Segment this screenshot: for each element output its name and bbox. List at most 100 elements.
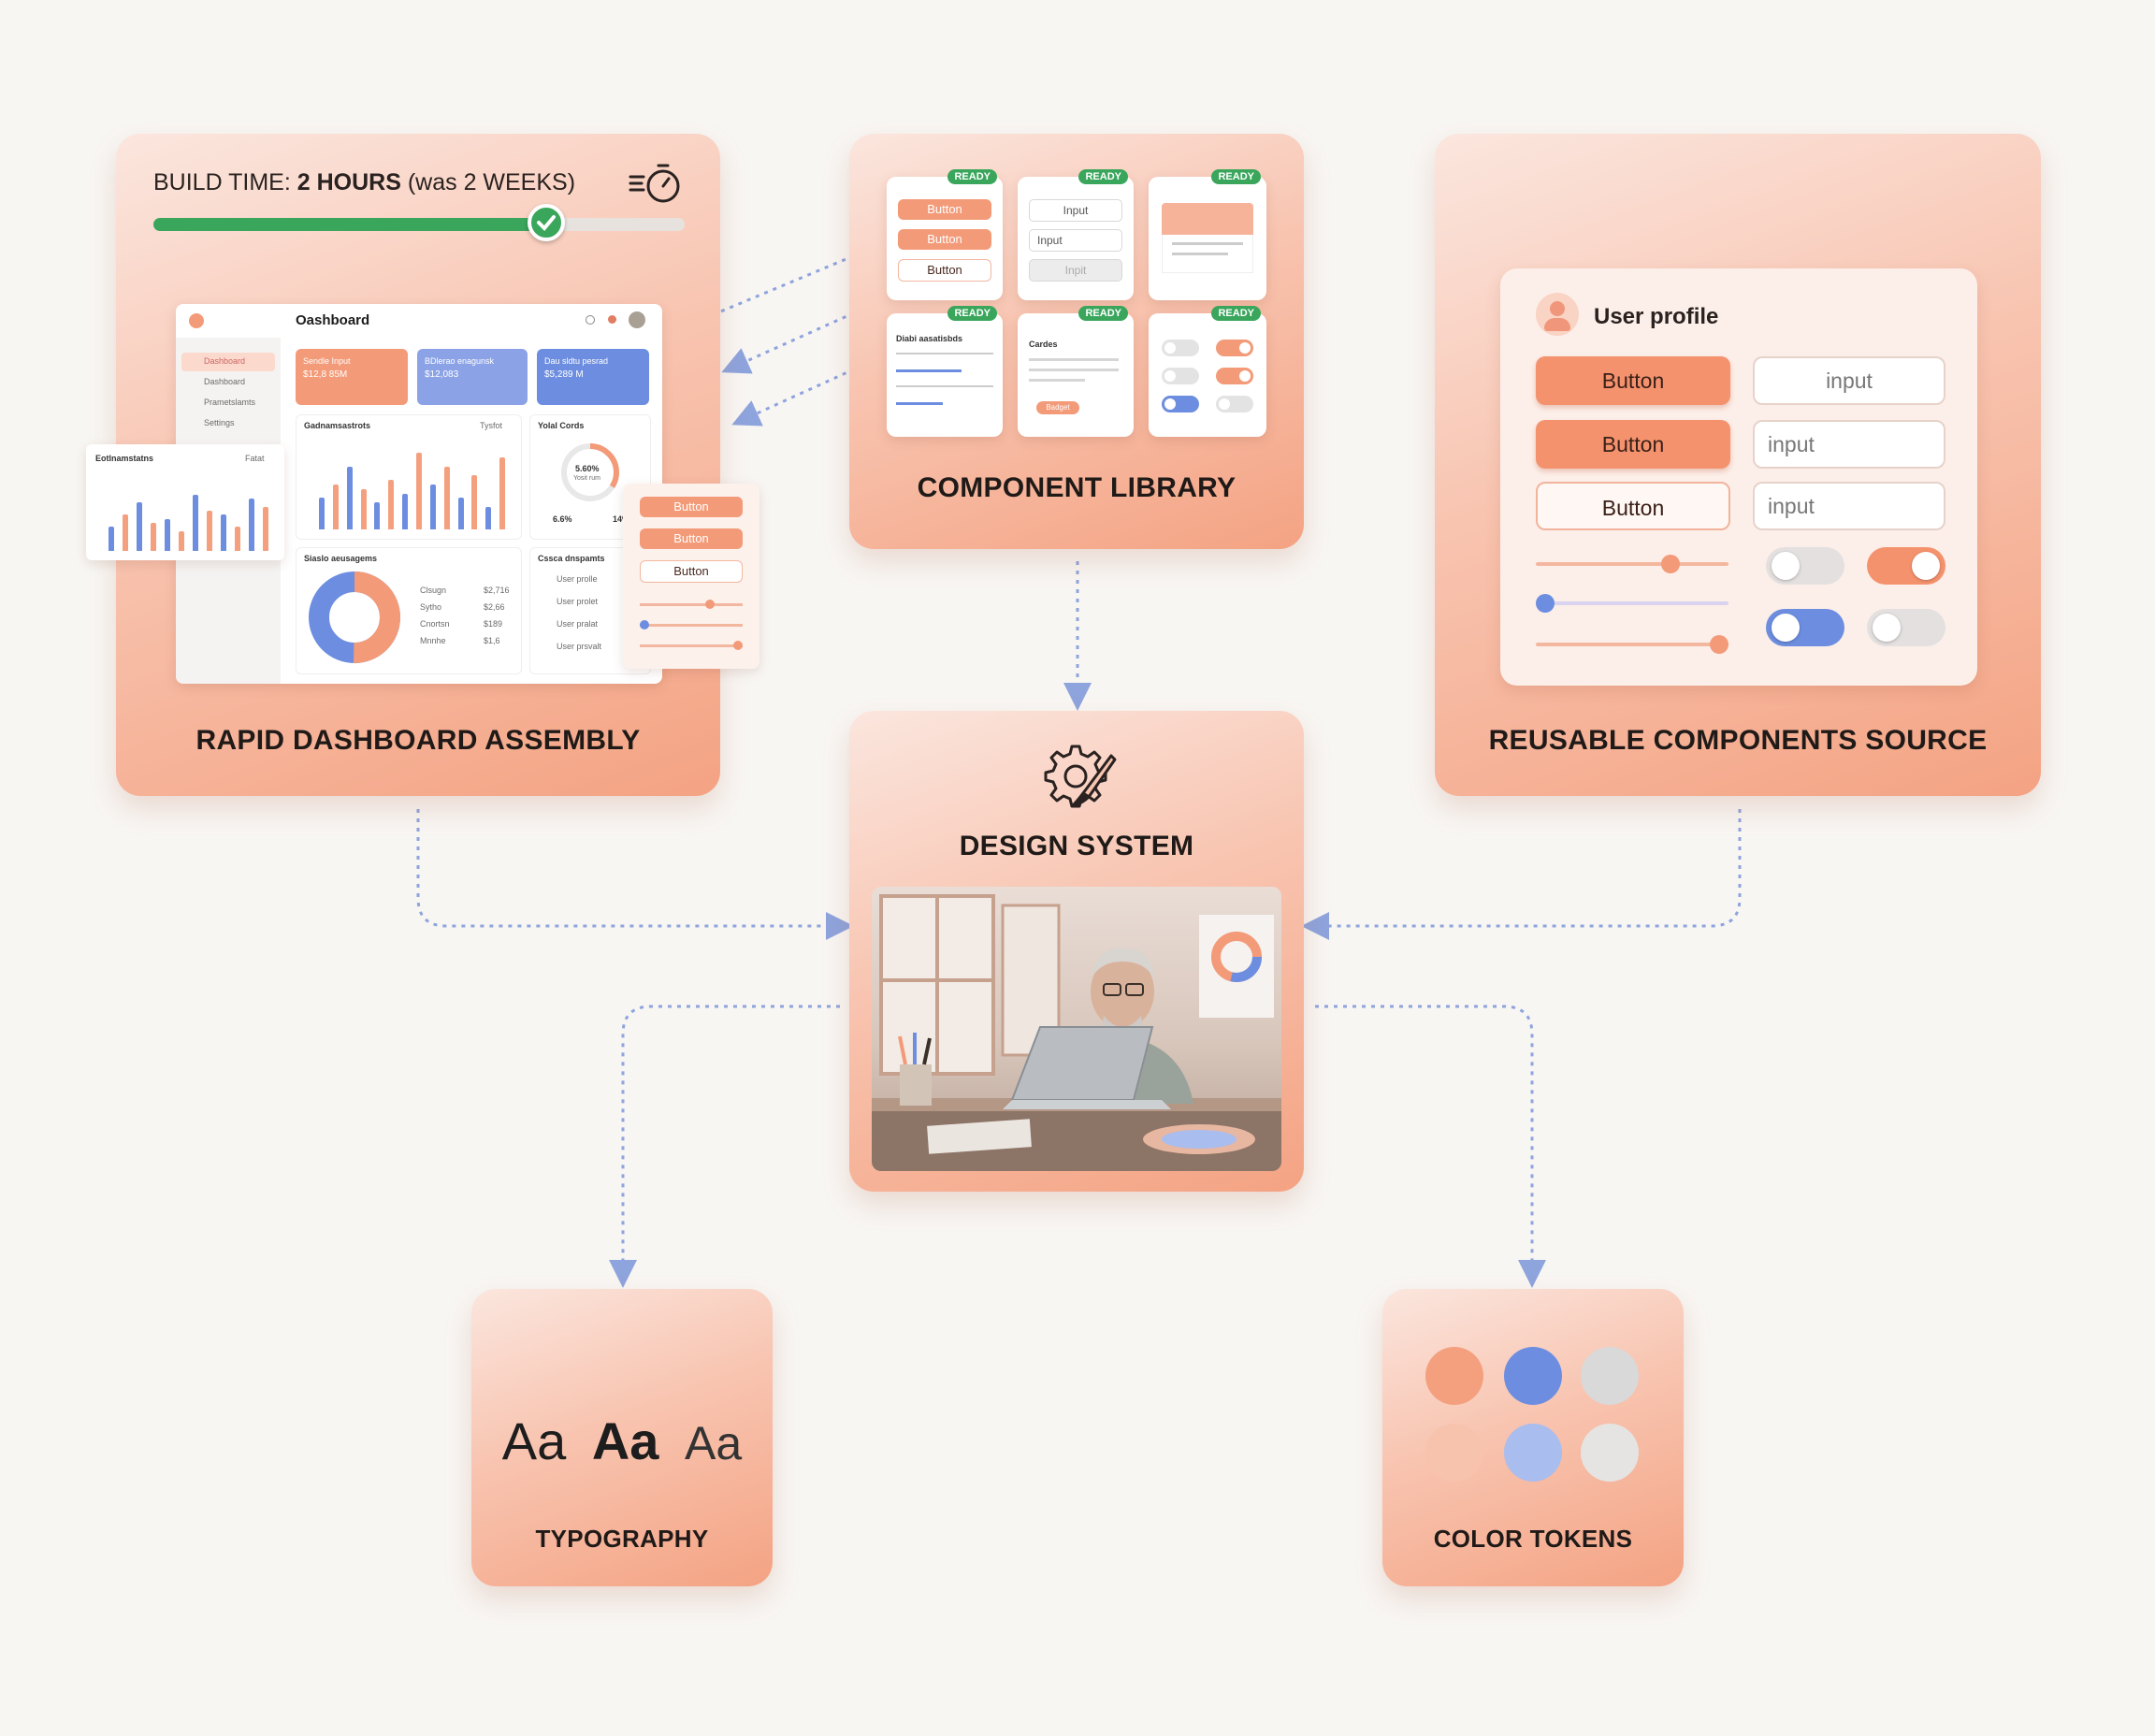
mini-bar <box>471 475 478 529</box>
profile-slider-1[interactable] <box>1536 555 1728 573</box>
donut-legend-1: Clsugn <box>420 586 446 595</box>
user-avatar-icon <box>1536 293 1579 336</box>
lib-input-2[interactable]: Input <box>1029 229 1122 252</box>
library-card-panel: READY <box>1149 169 1266 300</box>
floating-chart-filter[interactable]: Fatat <box>245 454 265 463</box>
color-swatch-gray[interactable] <box>1581 1347 1639 1405</box>
build-progress-fill <box>153 218 547 231</box>
profile-input-3[interactable]: input <box>1753 482 1945 530</box>
mini-bar <box>193 494 198 551</box>
designer-illustration <box>872 894 1281 1171</box>
user-row-2[interactable]: User prolet <box>557 597 599 606</box>
color-swatch-accent[interactable] <box>1425 1347 1483 1405</box>
lib-toggle-4[interactable] <box>1216 368 1253 384</box>
lib-cards-button[interactable]: Badget <box>1036 401 1079 414</box>
mini-bar <box>416 453 422 529</box>
color-swatch-light-gray[interactable] <box>1581 1424 1639 1482</box>
kpi-card-1: Sendle Input $12,8 85M <box>296 349 408 405</box>
kpi-label-3: Dau sldtu pesrad <box>544 356 609 366</box>
library-card-toggles: READY <box>1149 306 1266 437</box>
color-swatch-blue[interactable] <box>1504 1347 1562 1405</box>
profile-toggle-1[interactable] <box>1766 547 1844 585</box>
toggle-knob <box>1772 614 1800 642</box>
toggle-knob <box>1772 552 1800 580</box>
ready-badge: READY <box>1078 169 1128 184</box>
gear-brush-icon <box>1044 745 1117 808</box>
profile-toggle-2[interactable] <box>1867 547 1945 585</box>
user-row-4[interactable]: User prsvalt <box>557 642 602 651</box>
toggle-knob <box>1912 552 1940 580</box>
profile-slider-3[interactable] <box>1536 635 1728 654</box>
profile-input-2-value: input <box>1768 432 1815 456</box>
donut-legend-value-4: $1,6 <box>484 636 500 645</box>
float-button-1[interactable]: Button <box>640 497 743 517</box>
floating-chart-card: Eotlnamstatns Fatat <box>86 444 284 560</box>
reusable-panel-title: REUSABLE COMPONENTS SOURCE <box>1488 725 1988 756</box>
lib-toggle-6[interactable] <box>1216 396 1253 412</box>
color-swatch-light-accent[interactable] <box>1425 1424 1483 1482</box>
lib-table-rows <box>896 353 993 405</box>
slider-knob[interactable] <box>1709 635 1728 654</box>
lib-toggle-2[interactable] <box>1216 340 1253 356</box>
lib-input-1[interactable]: Input <box>1029 199 1122 222</box>
user-row-1[interactable]: User prolle <box>557 574 598 584</box>
stopwatch-icon <box>629 164 680 203</box>
dashboard-title: Oashboard <box>296 312 370 328</box>
profile-card: User profile Button Button Button input … <box>1500 268 1977 686</box>
lib-toggle-3[interactable] <box>1162 368 1199 384</box>
lib-button-3[interactable]: Button <box>898 259 991 282</box>
typography-samples: Aa Aa Aa <box>471 1410 773 1471</box>
type-sample-regular: Aa <box>501 1411 567 1470</box>
sidebar-item-2[interactable]: Dashboard <box>204 377 246 386</box>
dashboard-panel: BUILD TIME: 2 HOURS (was 2 WEEKS) Oashbo… <box>86 134 759 796</box>
mini-bar <box>374 502 381 529</box>
sidebar-item-1[interactable]: Dashboard <box>204 356 246 366</box>
float-button-2[interactable]: Button <box>640 528 743 549</box>
connector-design-system-to-colors <box>1315 1005 1546 1288</box>
lib-button-2[interactable]: Button <box>898 229 991 250</box>
lib-toggle-5[interactable] <box>1162 396 1199 412</box>
slider-knob[interactable] <box>1661 555 1681 573</box>
profile-toggle-4[interactable] <box>1867 609 1945 646</box>
slider-knob[interactable] <box>1536 594 1555 613</box>
bar-chart-card: Gadnamsastrots Tysfot <box>296 414 522 540</box>
kpi-label-2: BDlerao enagunsk <box>425 356 495 366</box>
library-card-cards: READY Cardes Badget <box>1018 306 1134 437</box>
profile-input-1[interactable]: input <box>1753 356 1945 405</box>
profile-input-2[interactable]: input <box>1753 420 1945 469</box>
kpi-value-3: $5,289 M <box>544 369 584 380</box>
float-button-3[interactable]: Button <box>640 560 743 583</box>
kpi-card-2: BDlerao enagunsk $12,083 <box>417 349 528 405</box>
gauge-stat-1: 6.6% <box>553 514 572 524</box>
lib-toggle-1[interactable] <box>1162 340 1199 356</box>
profile-toggle-3[interactable] <box>1766 609 1844 646</box>
profile-button-3[interactable]: Button <box>1536 482 1730 530</box>
float-slider-1[interactable] <box>640 600 743 609</box>
type-sample-light: Aa <box>685 1417 743 1469</box>
reusable-panel: User profile Button Button Button input … <box>1435 134 2041 796</box>
profile-button-2[interactable]: Button <box>1536 420 1730 469</box>
kpi-value-1: $12,8 85M <box>303 369 348 380</box>
build-time-label: BUILD TIME: 2 HOURS (was 2 WEEKS) <box>153 169 575 196</box>
sidebar-item-4[interactable]: Settings <box>204 418 235 427</box>
library-panel: READY Button Button Button READY Input I… <box>849 134 1304 549</box>
lib-button-1[interactable]: Button <box>898 199 991 220</box>
gauge-title: Yolal Cords <box>538 421 585 430</box>
ready-badge: READY <box>1211 306 1261 321</box>
float-slider-2[interactable] <box>640 620 743 629</box>
bar-chart-filter[interactable]: Tysfot <box>480 421 503 430</box>
mini-bar <box>137 502 142 551</box>
user-row-3[interactable]: User pralat <box>557 619 599 629</box>
lib-cards-lines <box>1029 358 1119 382</box>
sidebar-item-3[interactable]: Prametslamts <box>204 398 256 407</box>
build-time-prefix: BUILD TIME: <box>153 169 297 195</box>
profile-button-1[interactable]: Button <box>1536 356 1730 405</box>
ready-badge: READY <box>947 169 997 184</box>
mini-bar <box>332 485 339 529</box>
library-panel-title: COMPONENT LIBRARY <box>917 472 1237 503</box>
color-swatch-light-blue[interactable] <box>1504 1424 1562 1482</box>
sidebar-item-active[interactable] <box>181 353 275 371</box>
profile-slider-2[interactable] <box>1536 594 1728 613</box>
float-slider-3[interactable] <box>640 641 743 650</box>
